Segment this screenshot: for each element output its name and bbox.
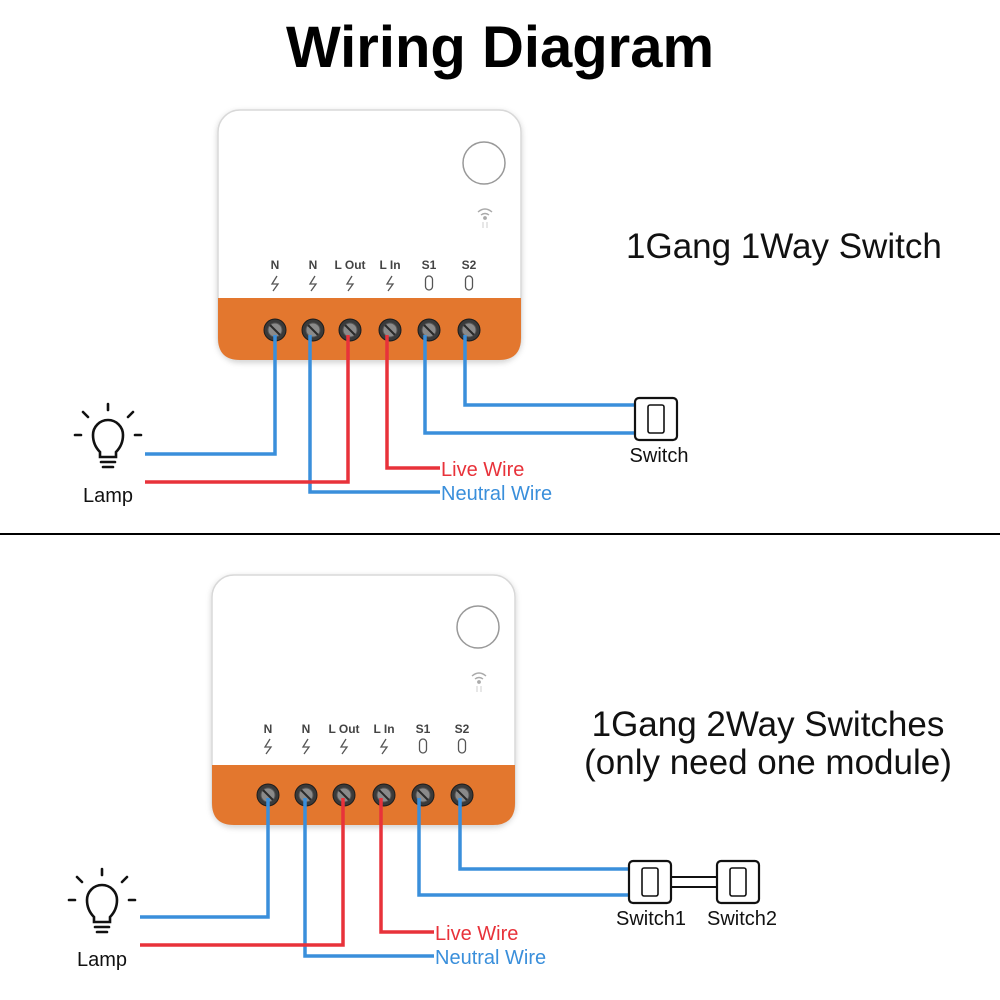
section-2-title: 1Gang 2Way Switches (only need one modul…	[568, 706, 968, 782]
lamp-icon	[67, 867, 137, 934]
terminal-label-5: S2	[462, 258, 477, 272]
screw-terminal	[256, 783, 280, 807]
section-1-title: 1Gang 1Way Switch	[626, 227, 942, 266]
screw-terminal	[411, 783, 435, 807]
wire-s1-switch	[423, 335, 636, 435]
terminal-block	[212, 765, 515, 825]
screw-terminal	[450, 783, 474, 807]
terminal-label-0: N	[264, 722, 273, 736]
terminal-label-3: L In	[379, 258, 400, 272]
switch1-label: Switch1	[616, 908, 686, 930]
power-terminal-icon	[308, 275, 318, 292]
live-wire-label: Live Wire	[435, 923, 518, 945]
screw-terminal	[301, 318, 325, 342]
wire-s2-switch	[463, 335, 636, 407]
lamp-label: Lamp	[83, 485, 133, 507]
power-terminal-icon	[345, 275, 355, 292]
wall-switch-1	[627, 859, 673, 905]
terminal-label-0: N	[271, 258, 280, 272]
neutral-wire-label: Neutral Wire	[441, 483, 552, 505]
power-terminal-icon	[379, 738, 389, 755]
switch-terminal-icon	[418, 738, 428, 754]
screw-terminal	[457, 318, 481, 342]
terminal-label-4: S1	[416, 722, 431, 736]
live-wire-lout-lamp	[145, 335, 350, 484]
page-title: Wiring Diagram	[285, 15, 715, 80]
neutral-wire-lamp-n	[140, 798, 270, 919]
switch-terminal-icon	[464, 275, 474, 291]
lamp-label: Lamp	[77, 949, 127, 971]
wifi-icon	[471, 672, 487, 692]
switch-terminal-icon	[457, 738, 467, 754]
live-wire-label: Live Wire	[441, 459, 524, 481]
power-terminal-icon	[270, 275, 280, 292]
terminal-label-1: N	[309, 258, 318, 272]
section-2-title-line2: (only need one module)	[584, 743, 952, 782]
screw-terminal	[332, 783, 356, 807]
switch-terminal-icon	[424, 275, 434, 291]
screw-terminal	[372, 783, 396, 807]
module-button	[462, 141, 506, 185]
power-terminal-icon	[263, 738, 273, 755]
power-terminal-icon	[385, 275, 395, 292]
screw-terminal	[378, 318, 402, 342]
terminal-label-5: S2	[455, 722, 470, 736]
wall-switch	[633, 396, 679, 442]
screw-terminal	[263, 318, 287, 342]
terminal-label-2: L Out	[334, 258, 365, 272]
wire-s1-switch1	[417, 798, 630, 897]
terminal-label-2: L Out	[328, 722, 359, 736]
lamp-icon	[73, 402, 143, 469]
wire-s2-switch1	[458, 798, 630, 871]
smart-module-1: N N L Out L In S1 S2	[217, 109, 522, 361]
neutral-wire-label: Neutral Wire	[435, 947, 546, 969]
screw-terminal	[338, 318, 362, 342]
terminal-label-3: L In	[373, 722, 394, 736]
neutral-wire-n-main	[308, 335, 440, 494]
neutral-wire-lamp-n	[145, 335, 277, 456]
live-wire-lin	[379, 798, 434, 934]
terminal-block	[218, 298, 521, 360]
terminal-label-4: S1	[422, 258, 437, 272]
neutral-wire-n-main	[303, 798, 434, 958]
section-1: N N L Out L In S1 S2 Lamp Switch Live Wire Ne…	[73, 109, 689, 507]
power-terminal-icon	[301, 738, 311, 755]
live-wire-lin	[385, 335, 440, 470]
switch2-label: Switch2	[707, 908, 777, 930]
screw-terminal	[417, 318, 441, 342]
power-terminal-icon	[339, 738, 349, 755]
wifi-icon	[477, 208, 493, 228]
smart-module-2: N N L Out L In S1 S2	[211, 574, 516, 826]
terminal-label-1: N	[302, 722, 311, 736]
switch-label: Switch	[630, 445, 689, 467]
section-2-title-line1: 1Gang 2Way Switches	[591, 705, 945, 744]
module-button	[456, 605, 500, 649]
wall-switch-2	[715, 859, 761, 905]
live-wire-lout-lamp	[140, 798, 345, 947]
